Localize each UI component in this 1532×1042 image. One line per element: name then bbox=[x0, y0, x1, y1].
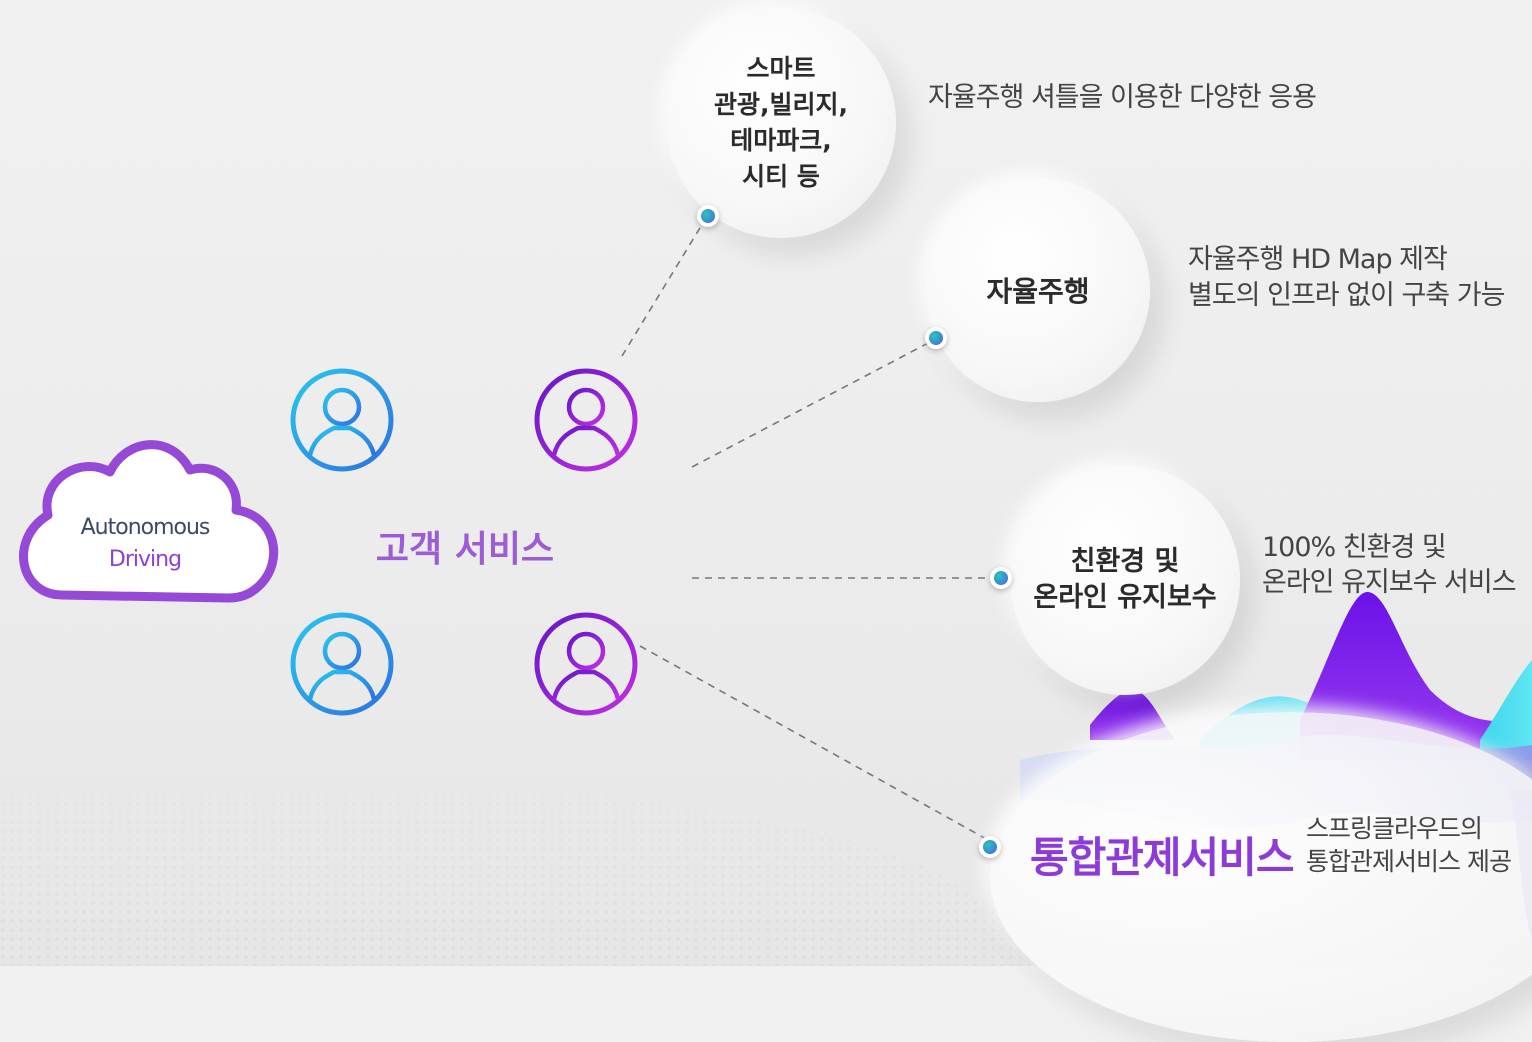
bubble-smart-line4: 시티 등 bbox=[742, 162, 820, 191]
desc-control-line1: 스프링클라우드의 bbox=[1306, 814, 1483, 843]
bubble-eco-maintenance: 친환경 및 온라인 유지보수 bbox=[1010, 465, 1240, 695]
person-icon bbox=[290, 612, 394, 716]
connector-dot bbox=[925, 327, 947, 349]
cloud-label-line1: Autonomous bbox=[80, 515, 211, 540]
person-icon bbox=[290, 368, 394, 472]
cloud-icon bbox=[19, 440, 279, 603]
desc-control-line2: 통합관제서비스 제공 bbox=[1306, 847, 1512, 876]
connector-dot bbox=[990, 567, 1012, 589]
bubble-autonomous-label: 자율주행 bbox=[986, 275, 1090, 308]
bubble-smart-line2: 관광,빌리지, bbox=[714, 90, 848, 119]
desc-eco-line2: 온라인 유지보수 서비스 bbox=[1262, 567, 1517, 598]
control-service-label: 통합관제서비스 bbox=[1030, 833, 1294, 882]
cloud-label: Autonomous Driving bbox=[40, 512, 250, 576]
cloud-label-line2: Driving bbox=[108, 547, 182, 572]
bubble-autonomous: 자율주행 bbox=[926, 178, 1150, 402]
person-icon bbox=[534, 368, 638, 472]
bubble-smart-line3: 테마파크, bbox=[730, 126, 832, 155]
customer-network bbox=[19, 368, 638, 716]
desc-eco: 100% 친환경 및 온라인 유지보수 서비스 bbox=[1262, 530, 1517, 600]
connector-lines bbox=[621, 217, 995, 841]
desc-control: 스프링클라우드의 통합관제서비스 제공 bbox=[1306, 812, 1512, 878]
desc-eco-line1: 100% 친환경 및 bbox=[1262, 532, 1447, 563]
desc-smart: 자율주행 셔틀을 이용한 다양한 응용 bbox=[928, 82, 1317, 113]
bubble-eco-line1: 친환경 및 bbox=[1070, 546, 1180, 577]
desc-autonomous-line2: 별도의 인프라 없이 구축 가능 bbox=[1188, 280, 1505, 311]
desc-autonomous: 자율주행 HD Map 제작 별도의 인프라 없이 구축 가능 bbox=[1188, 242, 1505, 314]
bubble-smart-line1: 스마트 bbox=[746, 54, 816, 83]
bubble-eco-line2: 온라인 유지보수 bbox=[1033, 582, 1217, 613]
customer-service-label: 고객 서비스 bbox=[375, 529, 555, 570]
connector-dot bbox=[697, 205, 719, 227]
person-icon bbox=[534, 612, 638, 716]
desc-autonomous-line1: 자율주행 HD Map 제작 bbox=[1188, 244, 1448, 275]
connector-dot bbox=[979, 836, 1001, 858]
bubble-smart-tourism: 스마트 관광,빌리지, 테마파크, 시티 등 bbox=[666, 8, 896, 238]
